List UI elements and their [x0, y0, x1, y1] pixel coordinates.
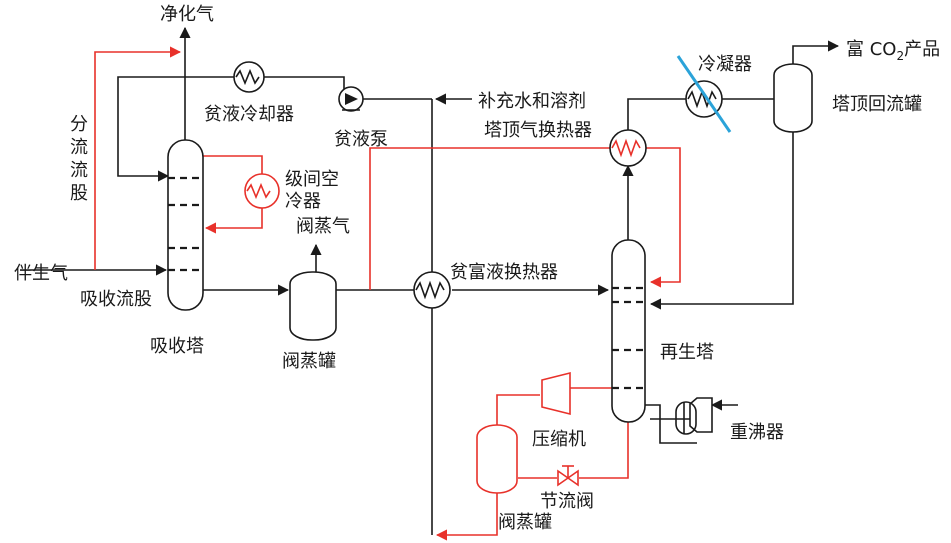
condenser: [676, 55, 732, 133]
flash-drum-label: 阀蒸罐: [282, 351, 336, 372]
co2-product-label: 富 CO2产品: [846, 39, 940, 63]
throttle-valve: [557, 465, 579, 487]
reboiler: [675, 397, 713, 435]
overhead-to-condenser-line: [627, 98, 686, 130]
absorb-stream-label: 吸收流股: [80, 289, 152, 310]
overhead-exchanger-label: 塔顶气换热器: [484, 120, 592, 141]
throttle-valve-label: 节流阀: [540, 491, 594, 512]
lean-pump-label: 贫液泵: [334, 129, 388, 150]
lean-pump: [338, 86, 364, 112]
interstage-cooler: [244, 173, 280, 209]
compressor-label: 压缩机: [532, 429, 586, 450]
reflux-drum-label: 塔顶回流罐: [832, 94, 922, 115]
regen-bottom-red-line: [579, 422, 629, 479]
exchanger-to-regen-red-line: [646, 147, 681, 288]
reflux-drum: [773, 63, 813, 133]
split-stream-line: [94, 46, 182, 270]
condenser-label: 冷凝器: [698, 54, 752, 75]
intercooler-in-line: [203, 155, 263, 174]
lean-line-to-absorber: [117, 76, 234, 182]
reflux-line: [649, 132, 794, 310]
lean-rich-exchanger: [413, 271, 451, 309]
black-piping: [20, 26, 840, 535]
flash-gas-label: 阀蒸气: [296, 216, 350, 237]
lean-cooler-label: 贫液冷却器: [204, 104, 294, 125]
flash-gas-to-exchanger-line: [369, 147, 610, 290]
split-stream-label-3: 流: [70, 160, 88, 181]
lean-line-pump-to-cooler: [264, 76, 345, 92]
purified-gas-label: 净化气: [160, 4, 214, 25]
absorber-label: 吸收塔: [150, 336, 204, 357]
reboiler-label: 重沸器: [730, 422, 784, 443]
regenerator-label: 再生塔: [660, 342, 714, 363]
makeup-label: 补充水和溶剂: [478, 91, 586, 112]
regenerator-column: [611, 239, 646, 423]
split-stream-label-1: 分: [70, 114, 88, 135]
compressor: [541, 371, 571, 416]
overhead-exchanger: [609, 129, 647, 167]
split-stream-label-2: 流: [70, 137, 88, 158]
intercooler-out-line: [204, 208, 263, 234]
red-piping: [94, 46, 681, 541]
split-stream-label-4: 股: [70, 183, 88, 204]
lean-cooler: [233, 61, 265, 93]
co2-product-line: [792, 40, 840, 64]
flash-drum-2-label: 阀蒸罐: [498, 512, 552, 533]
drum-to-compressor-line: [496, 394, 540, 425]
lean-rich-exchanger-label: 贫富液换热器: [450, 262, 558, 283]
drum-bottom-to-lean-line: [435, 490, 498, 541]
associated-gas-label: 伴生气: [14, 263, 68, 284]
reboiler-out-line: [645, 404, 697, 444]
intercooler-label-line1: 级间空: [285, 169, 339, 190]
flash-drum-2: [476, 424, 518, 494]
flash-drum: [289, 271, 337, 341]
intercooler-label-line2: 冷器: [285, 191, 321, 212]
absorber-column: [167, 139, 204, 311]
